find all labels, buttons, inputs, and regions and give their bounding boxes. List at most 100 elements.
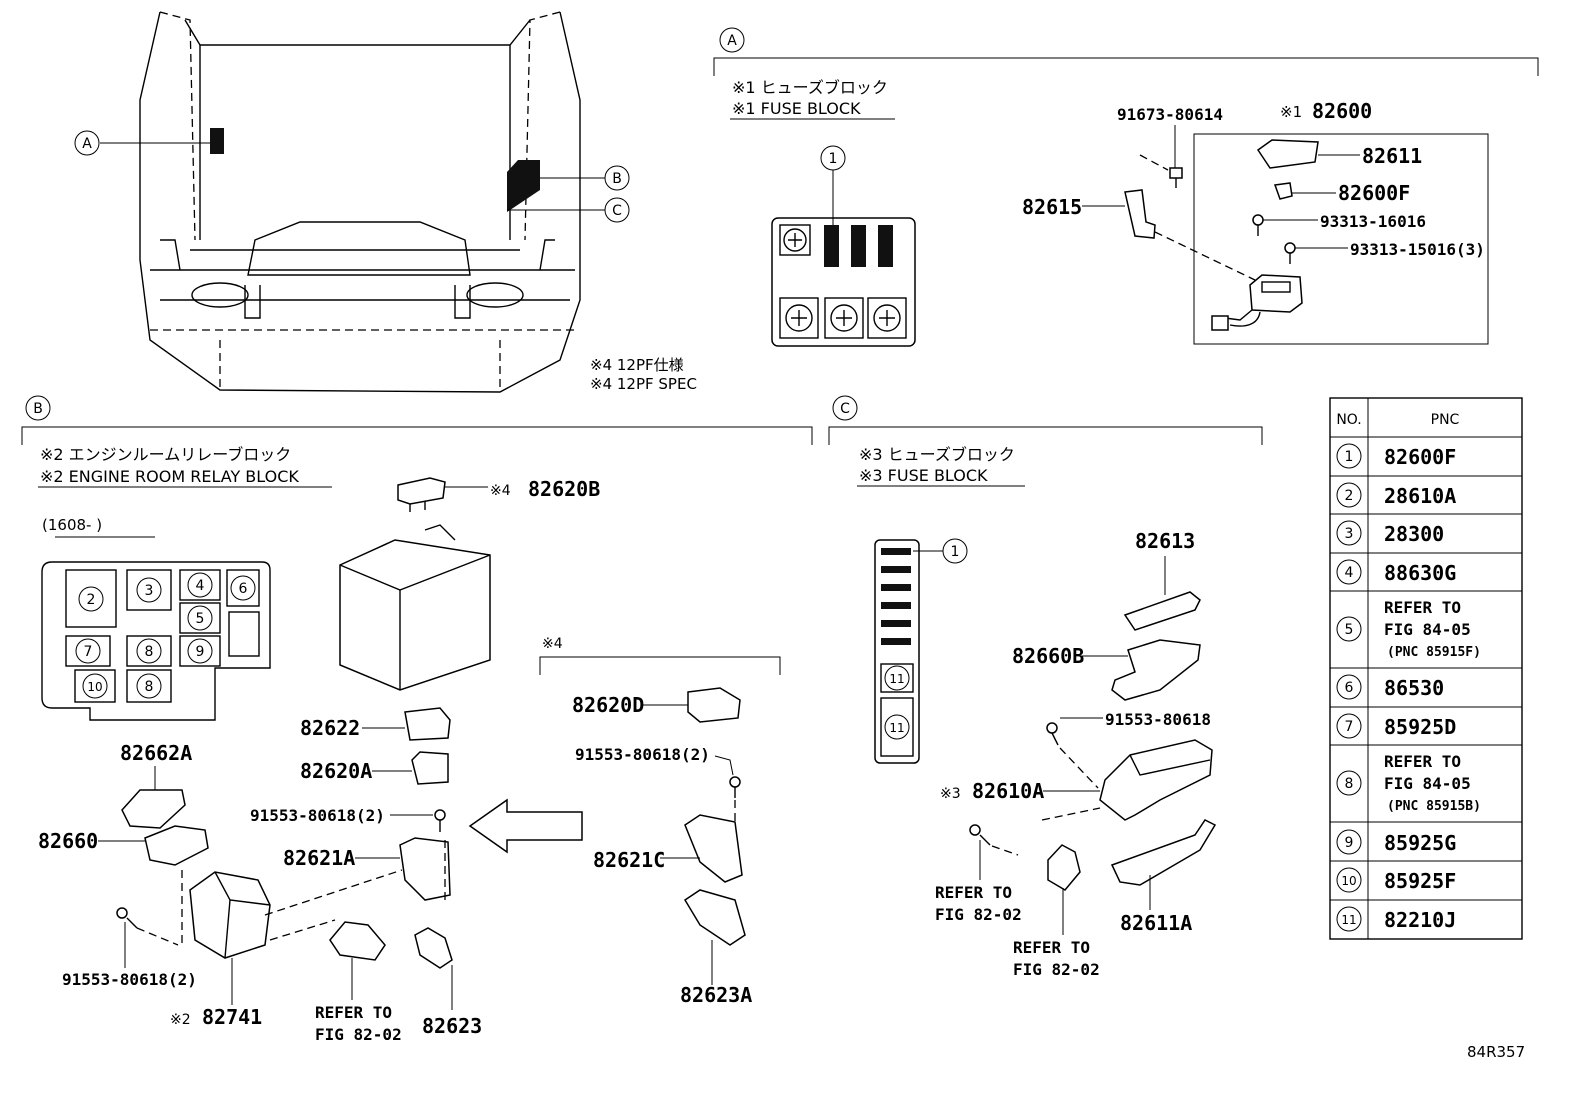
svg-text:11: 11 bbox=[1341, 913, 1356, 927]
bolt-91553-c bbox=[729, 776, 741, 798]
label-82621c: 82621C bbox=[593, 848, 665, 872]
pnc-row-2: 2 28610A bbox=[1336, 482, 1456, 508]
relay-slot-2: 2 bbox=[78, 586, 104, 612]
mark-82620b: ※4 bbox=[490, 483, 511, 499]
section-b-title-jp: ※2 エンジンルームリレーブロック bbox=[40, 445, 291, 464]
label-refer-1-a: REFER TO bbox=[315, 1003, 392, 1022]
label-82623: 82623 bbox=[422, 1014, 482, 1038]
relay-slot-8a: 8 bbox=[136, 638, 162, 664]
relay-slot-7: 7 bbox=[75, 638, 101, 664]
svg-text:4: 4 bbox=[196, 578, 205, 594]
label-91553-b: 91553-80618(2) bbox=[62, 970, 197, 989]
svg-text:5: 5 bbox=[1345, 622, 1354, 638]
svg-text:A: A bbox=[727, 33, 737, 49]
fuse-block-c bbox=[874, 539, 943, 764]
figure-code: 84R357 bbox=[1467, 1043, 1525, 1061]
pnc-row-6: 6 86530 bbox=[1336, 674, 1444, 700]
clip-82600f bbox=[1273, 182, 1293, 200]
pnc-row-10: 10 85925F bbox=[1336, 867, 1456, 893]
connector-82620d bbox=[687, 687, 741, 723]
label-82610a: 82610A bbox=[972, 779, 1044, 803]
date-range: (1608- ) bbox=[42, 516, 102, 534]
relay-82620a bbox=[411, 751, 449, 785]
mark-82741: ※2 bbox=[170, 1012, 191, 1028]
svg-text:FIG 84-05: FIG 84-05 bbox=[1384, 774, 1471, 793]
section-4-header: ※4 bbox=[539, 636, 781, 675]
relay-slot-4: 4 bbox=[187, 572, 213, 598]
svg-text:88630G: 88630G bbox=[1384, 561, 1456, 585]
svg-text:3: 3 bbox=[145, 583, 154, 599]
spec-note-jp: ※4 12PF仕様 bbox=[590, 356, 684, 374]
section-a-title-jp: ※1 ヒューズブロック bbox=[732, 78, 888, 97]
svg-text:86530: 86530 bbox=[1384, 676, 1444, 700]
bracket-refer-1 bbox=[329, 921, 386, 961]
svg-text:2: 2 bbox=[87, 592, 96, 608]
section-c-title-jp: ※3 ヒューズブロック bbox=[859, 445, 1015, 464]
cover-82622 bbox=[404, 707, 451, 741]
bracket-82615 bbox=[1124, 189, 1156, 239]
pnc-row-11: 11 82210J bbox=[1336, 906, 1456, 932]
pnc-header-pnc: PNC bbox=[1431, 412, 1460, 428]
relay-slot-9: 9 bbox=[187, 638, 213, 664]
svg-text:28610A: 28610A bbox=[1384, 484, 1456, 508]
svg-text:10: 10 bbox=[87, 680, 102, 694]
cover-82662a bbox=[121, 789, 186, 829]
vehicle-front-view bbox=[100, 11, 605, 393]
mark-82600: ※1 bbox=[1280, 103, 1302, 121]
svg-text:1: 1 bbox=[1345, 449, 1354, 465]
svg-text:B: B bbox=[33, 401, 43, 417]
svg-text:7: 7 bbox=[1345, 719, 1354, 735]
spec-note-en: ※4 12PF SPEC bbox=[590, 375, 697, 393]
label-82662a: 82662A bbox=[120, 741, 192, 765]
svg-text:A: A bbox=[82, 136, 92, 152]
pnc-row-9: 9 85925G bbox=[1336, 829, 1456, 855]
screw-93313-15016 bbox=[1284, 242, 1296, 264]
label-refer-3-b: FIG 82-02 bbox=[1013, 960, 1100, 979]
svg-text:11: 11 bbox=[889, 721, 904, 735]
label-refer-2-a: REFER TO bbox=[935, 883, 1012, 902]
svg-text:※4: ※4 bbox=[542, 636, 563, 652]
pnc-row-5: 5 REFER TO FIG 84-05 (PNC 85915F) bbox=[1336, 598, 1481, 660]
relay-slot-6: 6 bbox=[230, 575, 256, 601]
label-82660: 82660 bbox=[38, 829, 98, 853]
fuse-slot-11a: 11 bbox=[884, 665, 910, 691]
bolt-refer-2 bbox=[969, 824, 991, 846]
svg-text:C: C bbox=[612, 203, 622, 219]
arrow bbox=[468, 798, 583, 854]
cover-82611 bbox=[1256, 139, 1319, 169]
section-a-title-en: ※1 FUSE BLOCK bbox=[732, 99, 861, 118]
svg-text:6: 6 bbox=[239, 581, 248, 597]
svg-text:11: 11 bbox=[889, 672, 904, 686]
svg-text:3: 3 bbox=[1345, 526, 1354, 542]
bolt-91553-c2 bbox=[1046, 722, 1059, 746]
relay-slot-10: 10 bbox=[82, 673, 108, 699]
bracket-refer-3 bbox=[1047, 844, 1081, 891]
svg-text:7: 7 bbox=[84, 644, 93, 660]
svg-text:REFER TO: REFER TO bbox=[1384, 752, 1461, 771]
bolt-91673 bbox=[1169, 167, 1183, 188]
svg-text:9: 9 bbox=[196, 644, 205, 660]
bracket-82660b bbox=[1111, 639, 1201, 701]
label-82622: 82622 bbox=[300, 716, 360, 740]
label-refer-3-a: REFER TO bbox=[1013, 938, 1090, 957]
bracket-82611a bbox=[1110, 819, 1217, 886]
svg-text:8: 8 bbox=[1345, 776, 1354, 792]
fuse-block-a bbox=[771, 170, 916, 347]
svg-text:1: 1 bbox=[829, 151, 838, 167]
fuse-block-82600 bbox=[1211, 274, 1303, 331]
section-c-header: C bbox=[828, 395, 1263, 445]
connector-82620b bbox=[397, 477, 446, 512]
svg-text:28300: 28300 bbox=[1384, 522, 1444, 546]
relay-block-body bbox=[339, 524, 491, 691]
label-82611a: 82611A bbox=[1120, 911, 1192, 935]
label-91673-80614: 91673-80614 bbox=[1117, 105, 1223, 124]
bolt-91553-b bbox=[116, 907, 138, 929]
svg-text:85925D: 85925D bbox=[1384, 715, 1456, 739]
svg-text:85925F: 85925F bbox=[1384, 869, 1456, 893]
label-82620d: 82620D bbox=[572, 693, 644, 717]
label-refer-1-b: FIG 82-02 bbox=[315, 1025, 402, 1044]
fuse-block-82610a bbox=[1099, 739, 1213, 821]
svg-text:85925G: 85925G bbox=[1384, 831, 1456, 855]
clip-82623a bbox=[683, 889, 746, 946]
